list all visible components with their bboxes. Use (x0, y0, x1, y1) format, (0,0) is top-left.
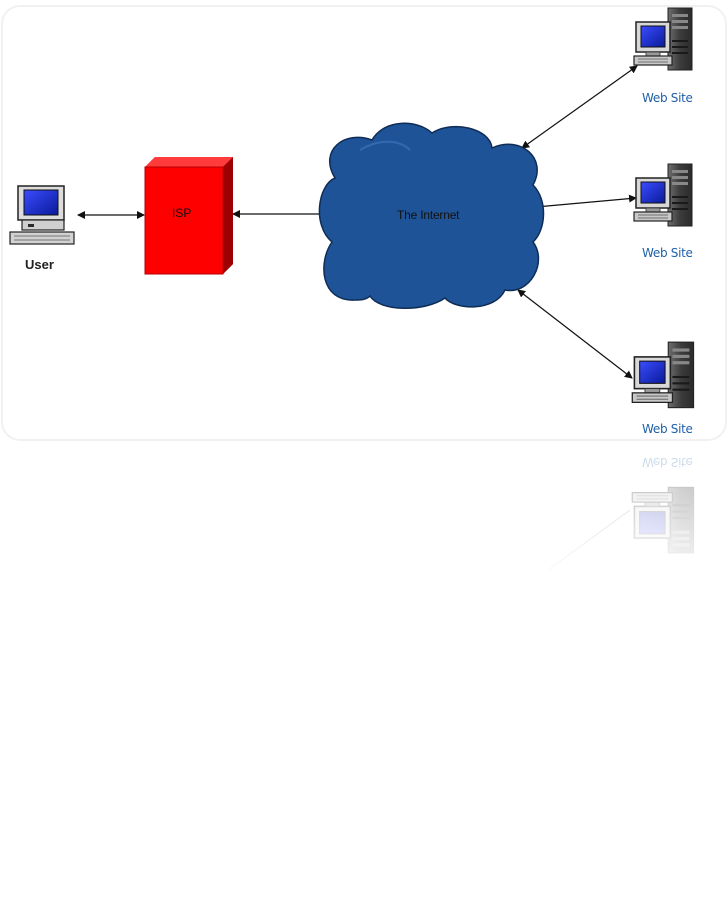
arrow-internet-website-1 (521, 65, 638, 149)
web-site-label: Web Site (642, 422, 693, 436)
arrow-internet-website-3 (517, 289, 633, 379)
web-site-label: Web Site (642, 246, 693, 260)
user-label: User (25, 257, 54, 272)
isp-box (144, 157, 233, 275)
web-site-label: Web Site (642, 91, 693, 105)
internet-label: The Internet (397, 208, 460, 222)
arrow-internet-website-2 (535, 194, 637, 211)
desktop-computer-icon (9, 185, 75, 245)
reflection-fade (520, 470, 728, 590)
web-site-label-reflection: Web Site (642, 455, 693, 469)
internet-cloud (318, 122, 545, 309)
isp-label: ISP (172, 206, 192, 220)
